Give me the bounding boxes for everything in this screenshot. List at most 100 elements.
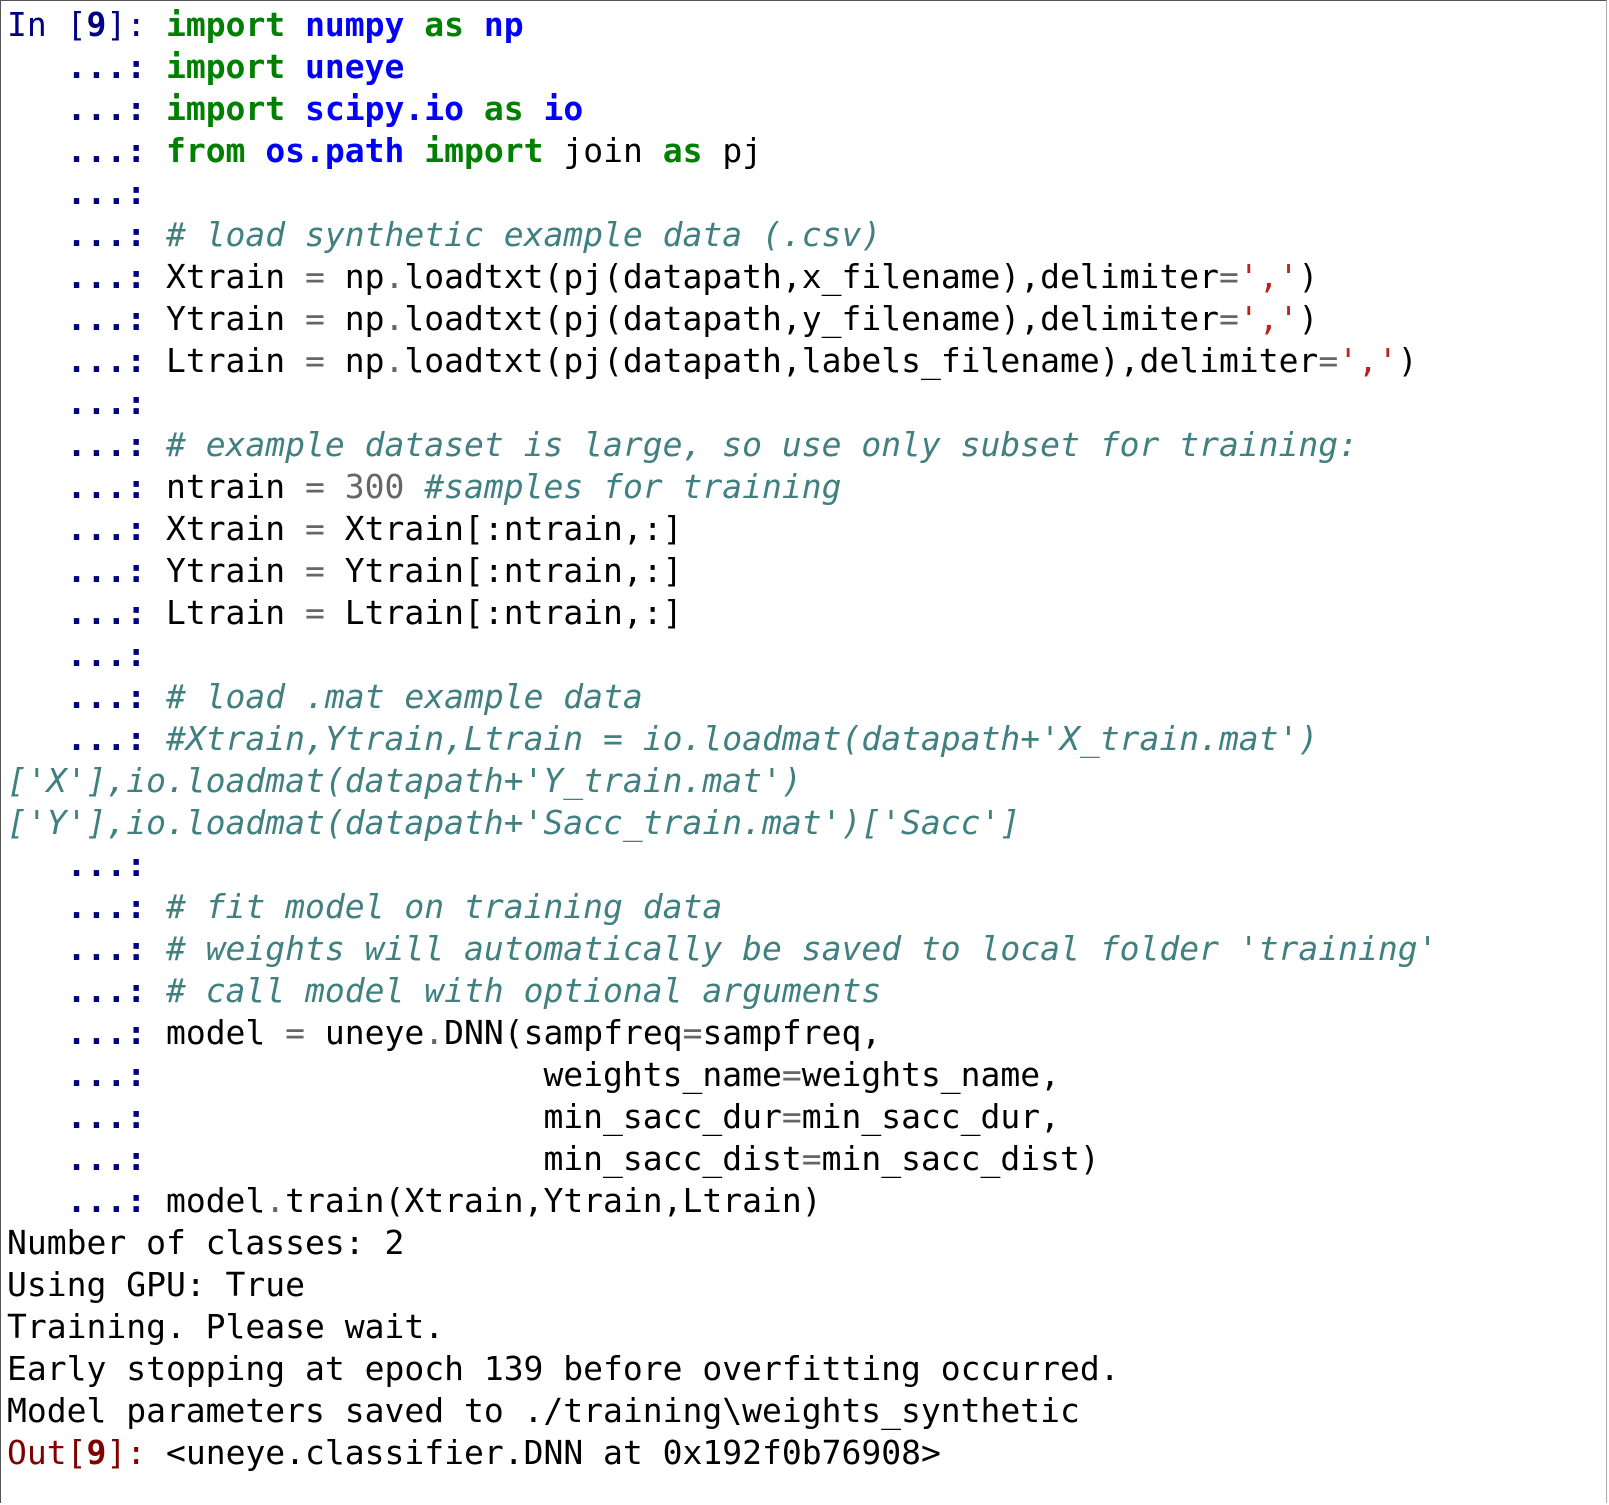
code-token: min_sacc_dist: [543, 1139, 802, 1178]
code-token: [285, 5, 305, 44]
code-token: [325, 467, 345, 506]
operator-token: =: [781, 1097, 802, 1136]
operator-token: =: [801, 1139, 822, 1178]
input-line: In [9]: import numpy as np: [7, 4, 1437, 46]
code-token: uneye: [305, 1013, 425, 1052]
code-token: [245, 131, 265, 170]
continuation-line: ...: weights_name=weights_name,: [7, 1054, 1437, 1096]
code-token: [524, 89, 544, 128]
continuation-line: ...: Ytrain = Ytrain[:ntrain,:]: [7, 550, 1437, 592]
continuation-line: ...: ntrain = 300 #samples for training: [7, 466, 1437, 508]
output-line: Training. Please wait.: [7, 1306, 1437, 1348]
continuation-prompt: ...:: [7, 425, 166, 464]
code-token: train(Xtrain,Ytrain,Ltrain): [285, 1181, 822, 1220]
wrapped-line: ['X'],io.loadmat(datapath+'Y_train.mat'): [7, 760, 1437, 802]
continuation-prompt: ...:: [7, 47, 166, 86]
input-prompt-number: 9: [86, 5, 107, 44]
continuation-prompt: ...:: [7, 971, 166, 1010]
code-token: ): [1397, 341, 1418, 380]
input-prompt: ]:: [106, 5, 166, 44]
keyword-token: import: [424, 131, 544, 170]
code-token: ntrain: [165, 467, 306, 506]
continuation-prompt: ...:: [7, 215, 166, 254]
continuation-prompt: ...:: [7, 257, 166, 296]
output-prompt: Out[: [7, 1433, 87, 1472]
operator-token: =: [1218, 257, 1239, 296]
continuation-prompt: ...:: [7, 1097, 544, 1136]
continuation-prompt: ...:: [7, 551, 166, 590]
string-token: ',': [1238, 299, 1299, 338]
continuation-prompt: ...:: [7, 845, 147, 884]
code-token: min_sacc_dur: [543, 1097, 782, 1136]
continuation-line: ...: Ltrain = Ltrain[:ntrain,:]: [7, 592, 1437, 634]
comment-token: # call model with optional arguments: [165, 971, 882, 1010]
code-token: weights_name,: [801, 1055, 1061, 1094]
continuation-prompt: ...:: [7, 341, 166, 380]
code-token: model: [165, 1013, 286, 1052]
continuation-line: ...: from os.path import join as pj: [7, 130, 1437, 172]
continuation-line: ...: import uneye: [7, 46, 1437, 88]
continuation-line: ...: Ltrain = np.loadtxt(pj(datapath,lab…: [7, 340, 1437, 382]
code-token: loadtxt(pj(datapath,x_filename),delimite…: [404, 257, 1219, 296]
code-token: Ytrain: [165, 551, 306, 590]
keyword-token: import: [165, 47, 286, 86]
code-token: pj: [702, 131, 763, 170]
output-line: Number of classes: 2: [7, 1222, 1437, 1264]
console-output: In [9]: import numpy as np ...: import u…: [7, 4, 1437, 1474]
output-prompt-number: 9: [86, 1433, 107, 1472]
module-token: os.path: [265, 131, 405, 170]
module-token: numpy: [305, 5, 405, 44]
continuation-line: ...: import scipy.io as io: [7, 88, 1437, 130]
string-token: ',': [1238, 257, 1299, 296]
code-token: [464, 89, 484, 128]
output-text: <uneye.classifier.DNN at 0x192f0b76908>: [165, 1433, 941, 1472]
continuation-prompt: ...:: [7, 1139, 544, 1178]
continuation-line: ...: model.train(Xtrain,Ytrain,Ltrain): [7, 1180, 1437, 1222]
module-token: scipy.io: [305, 89, 464, 128]
operator-token: =: [1318, 341, 1339, 380]
number-token: 300: [344, 467, 405, 506]
code-token: loadtxt(pj(datapath,y_filename),delimite…: [404, 299, 1219, 338]
code-token: np: [324, 257, 385, 296]
operator-token: .: [384, 341, 405, 380]
continuation-line: ...:: [7, 172, 1437, 214]
continuation-line: ...: # load .mat example data: [7, 676, 1437, 718]
operator-token: =: [305, 593, 325, 632]
operator-token: =: [781, 1055, 802, 1094]
continuation-line: ...: min_sacc_dist=min_sacc_dist): [7, 1138, 1437, 1180]
module-token: io: [543, 89, 584, 128]
code-token: Ytrain[:ntrain,:]: [324, 551, 683, 590]
continuation-prompt: ...:: [7, 467, 166, 506]
continuation-prompt: ...:: [7, 509, 166, 548]
comment-token: # weights will automatically be saved to…: [165, 929, 1438, 968]
continuation-prompt: ...:: [7, 719, 166, 758]
continuation-prompt: ...:: [7, 383, 147, 422]
code-token: Xtrain[:ntrain,:]: [324, 509, 683, 548]
operator-token: =: [305, 299, 325, 338]
result-line: Out[9]: <uneye.classifier.DNN at 0x192f0…: [7, 1432, 1437, 1474]
continuation-line: ...: Xtrain = np.loadtxt(pj(datapath,x_f…: [7, 256, 1437, 298]
continuation-line: ...: Xtrain = Xtrain[:ntrain,:]: [7, 508, 1437, 550]
comment-token: # fit model on training data: [165, 887, 723, 926]
code-token: [404, 5, 424, 44]
operator-token: .: [424, 1013, 445, 1052]
keyword-token: from: [165, 131, 246, 170]
comment-token: # load synthetic example data (.csv): [165, 215, 882, 254]
code-token: Ltrain: [165, 593, 306, 632]
continuation-line: ...: Ytrain = np.loadtxt(pj(datapath,y_f…: [7, 298, 1437, 340]
operator-token: .: [265, 1181, 286, 1220]
continuation-prompt: ...:: [7, 173, 147, 212]
continuation-prompt: ...:: [7, 1055, 544, 1094]
continuation-line: ...:: [7, 634, 1437, 676]
continuation-line: ...:: [7, 382, 1437, 424]
output-text: Using GPU: True: [7, 1265, 306, 1304]
continuation-line: ...: min_sacc_dur=min_sacc_dur,: [7, 1096, 1437, 1138]
output-text: Model parameters saved to ./training\wei…: [7, 1391, 1080, 1430]
operator-token: .: [384, 299, 405, 338]
code-token: np: [324, 341, 385, 380]
code-token: loadtxt(pj(datapath,labels_filename),del…: [404, 341, 1319, 380]
output-text: Early stopping at epoch 139 before overf…: [7, 1349, 1120, 1388]
operator-token: =: [1218, 299, 1239, 338]
output-prompt: ]:: [106, 1433, 166, 1472]
